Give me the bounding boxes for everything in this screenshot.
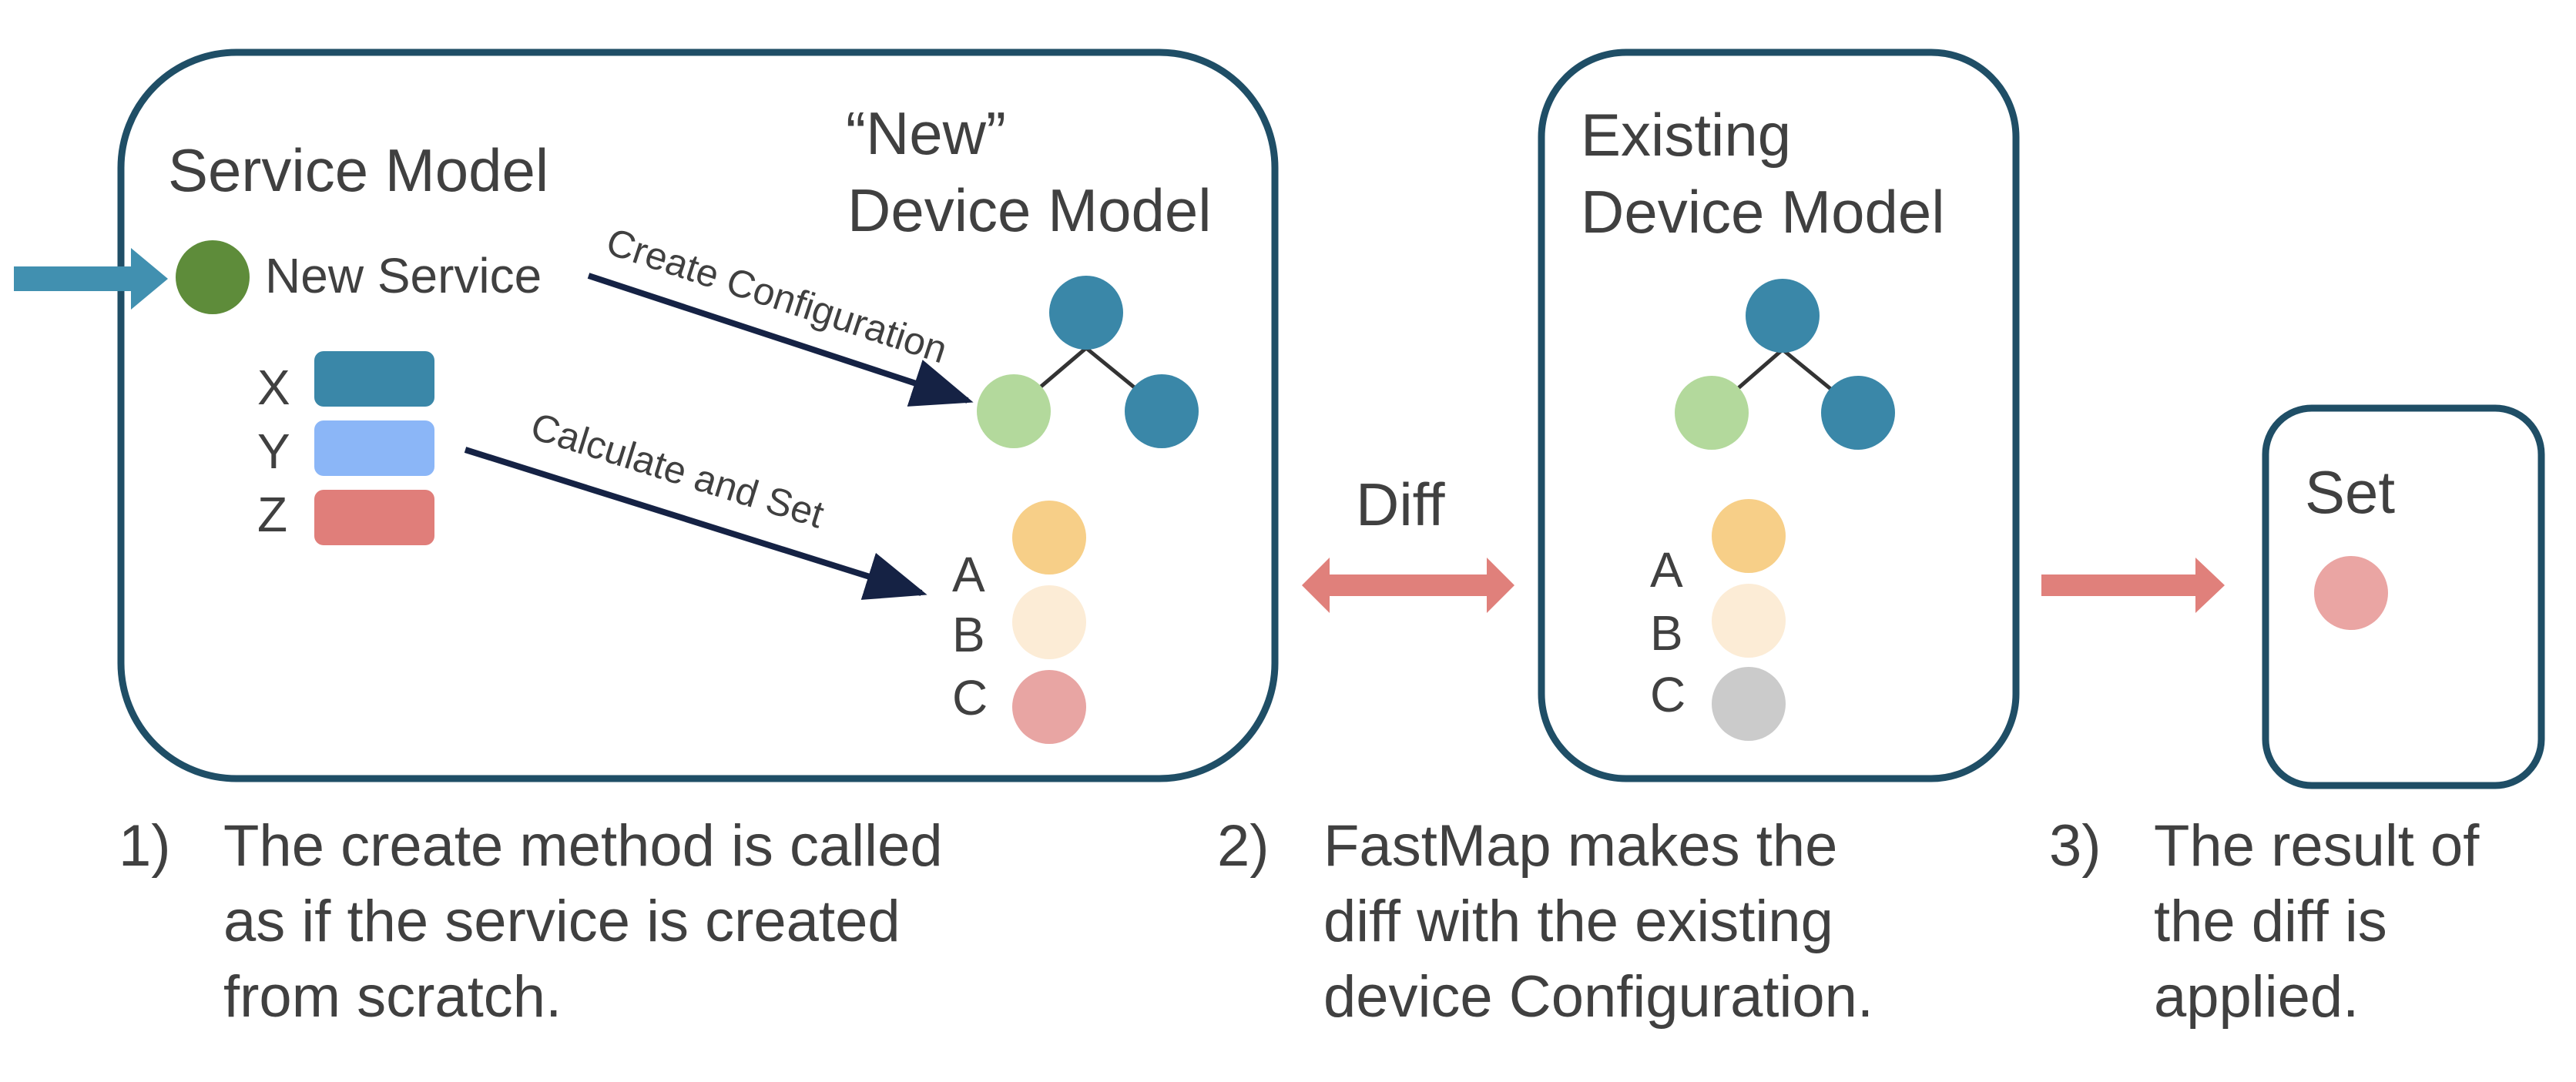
input-arrow [14, 248, 168, 310]
diff-double-arrow [1302, 558, 1514, 613]
step-1-line-1: The create method is called [223, 813, 943, 879]
attr-dot-b [1012, 585, 1086, 659]
existing-attr-dot-c [1712, 667, 1786, 741]
existing-attr-dot-a [1712, 499, 1786, 573]
panel-new-device-box [117, 49, 1279, 782]
attr-label-a: A [952, 547, 985, 602]
step-3-line-1: The result of [2154, 813, 2480, 879]
panel-set-box [2262, 404, 2545, 789]
existing-attr-label-a: A [1650, 542, 1683, 598]
attr-dot-c [1012, 670, 1086, 744]
step-2-line-2: diff with the existing [1323, 889, 1833, 954]
param-label-x: X [257, 360, 290, 415]
diff-label: Diff [1356, 471, 1445, 538]
step-1-line-3: from scratch. [223, 964, 562, 1030]
step-1-line-2: as if the service is created [223, 889, 901, 954]
existing-tree-node-right [1821, 376, 1895, 450]
existing-attr-label-b: B [1650, 605, 1683, 661]
panel-existing-device-box [1538, 49, 2020, 782]
tree-node-root [1049, 276, 1123, 350]
param-label-z: Z [257, 487, 287, 542]
tree-node-left [977, 374, 1051, 448]
tree-node-right [1125, 374, 1199, 448]
step-3-line-2: the diff is [2154, 889, 2387, 954]
step-1-number: 1) [119, 813, 171, 879]
existing-tree-node-left [1675, 376, 1749, 450]
new-service-dot [176, 240, 250, 314]
param-bar-y [314, 420, 434, 476]
param-bar-x [314, 351, 434, 407]
existing-title-line1: Existing [1581, 101, 1791, 169]
set-dot [2314, 556, 2388, 630]
calc-set-arrow [464, 447, 927, 600]
existing-title-line2: Device Model [1581, 178, 1945, 246]
step-2-number: 2) [1217, 813, 1270, 879]
attr-dot-a [1012, 501, 1086, 574]
step-2-line-3: device Configuration. [1323, 964, 1873, 1030]
existing-attr-dot-b [1712, 584, 1786, 658]
new-device-title-line2: Device Model [847, 176, 1212, 244]
param-bar-z [314, 490, 434, 545]
set-title: Set [2305, 458, 2395, 526]
param-label-y: Y [257, 424, 290, 479]
attr-label-b: B [952, 607, 985, 662]
service-model-title: Service Model [168, 136, 548, 204]
step-3-number: 3) [2049, 813, 2101, 879]
attr-label-c: C [952, 670, 988, 725]
step-3-line-3: applied. [2154, 964, 2359, 1030]
step-2-line-1: FastMap makes the [1323, 813, 1837, 879]
new-service-label: New Service [265, 248, 542, 303]
apply-arrow [2041, 558, 2225, 613]
create-config-arrow [587, 273, 974, 407]
new-device-title-line1: “New” [846, 99, 1006, 167]
existing-attr-label-c: C [1650, 667, 1685, 722]
existing-tree-node-root [1746, 279, 1820, 353]
